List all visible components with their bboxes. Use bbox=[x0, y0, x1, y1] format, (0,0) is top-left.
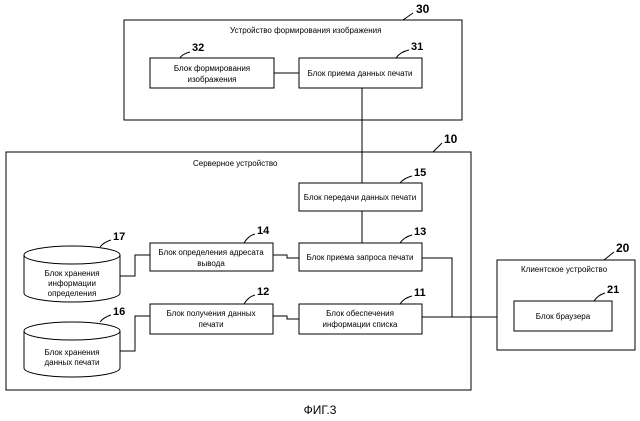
print-data-transmitting-block-label: Блок передачи данных печати bbox=[304, 193, 416, 202]
leader-20 bbox=[604, 252, 614, 260]
list-info-providing-block-line2: информации списка bbox=[323, 320, 399, 329]
print-data-storage-line2: данных печати bbox=[44, 358, 99, 367]
leader-10 bbox=[433, 143, 442, 152]
leader-30 bbox=[403, 13, 413, 20]
ref-13: 13 bbox=[414, 226, 426, 238]
ref-16: 16 bbox=[113, 306, 125, 318]
figure-caption: ФИГ.3 bbox=[304, 403, 337, 417]
image-forming-device-title: Устройство формирования изображения bbox=[230, 26, 381, 35]
ref-17: 17 bbox=[113, 231, 125, 243]
ref-30: 30 bbox=[416, 2, 430, 16]
print-data-obtaining-block-line2: печати bbox=[198, 320, 223, 329]
ref-15: 15 bbox=[414, 167, 426, 179]
output-destination-block-line1: Блок определения адресата bbox=[158, 248, 264, 257]
ref-10: 10 bbox=[444, 132, 458, 146]
definition-info-storage-line2: информации bbox=[48, 279, 96, 288]
definition-info-storage-line3: определения bbox=[48, 289, 97, 298]
server-device-title: Серверное устройство bbox=[193, 159, 278, 168]
output-destination-block-line2: вывода bbox=[197, 259, 225, 268]
ref-21: 21 bbox=[607, 284, 619, 296]
ref-31: 31 bbox=[411, 41, 423, 53]
client-device-title: Клиентское устройство bbox=[521, 265, 608, 274]
image-forming-block-line2: изображения bbox=[188, 75, 237, 84]
ref-12: 12 bbox=[257, 286, 269, 298]
print-data-receiving-block-label: Блок приема данных печати bbox=[308, 69, 413, 78]
ref-20: 20 bbox=[616, 241, 630, 255]
print-request-receiving-block-label: Блок приема запроса печати bbox=[306, 253, 413, 262]
print-data-storage-line1: Блок хранения bbox=[44, 348, 99, 357]
ref-14: 14 bbox=[257, 225, 270, 237]
print-data-obtaining-block-line1: Блок получения данных bbox=[166, 309, 255, 318]
ref-32: 32 bbox=[192, 42, 204, 54]
image-forming-block-line1: Блок формирования bbox=[174, 64, 250, 73]
browser-block-label: Блок браузера bbox=[536, 312, 591, 321]
ref-11: 11 bbox=[414, 287, 426, 299]
list-info-providing-block-line1: Блок обеспечения bbox=[326, 309, 394, 318]
definition-info-storage-line1: Блок хранения bbox=[44, 269, 99, 278]
